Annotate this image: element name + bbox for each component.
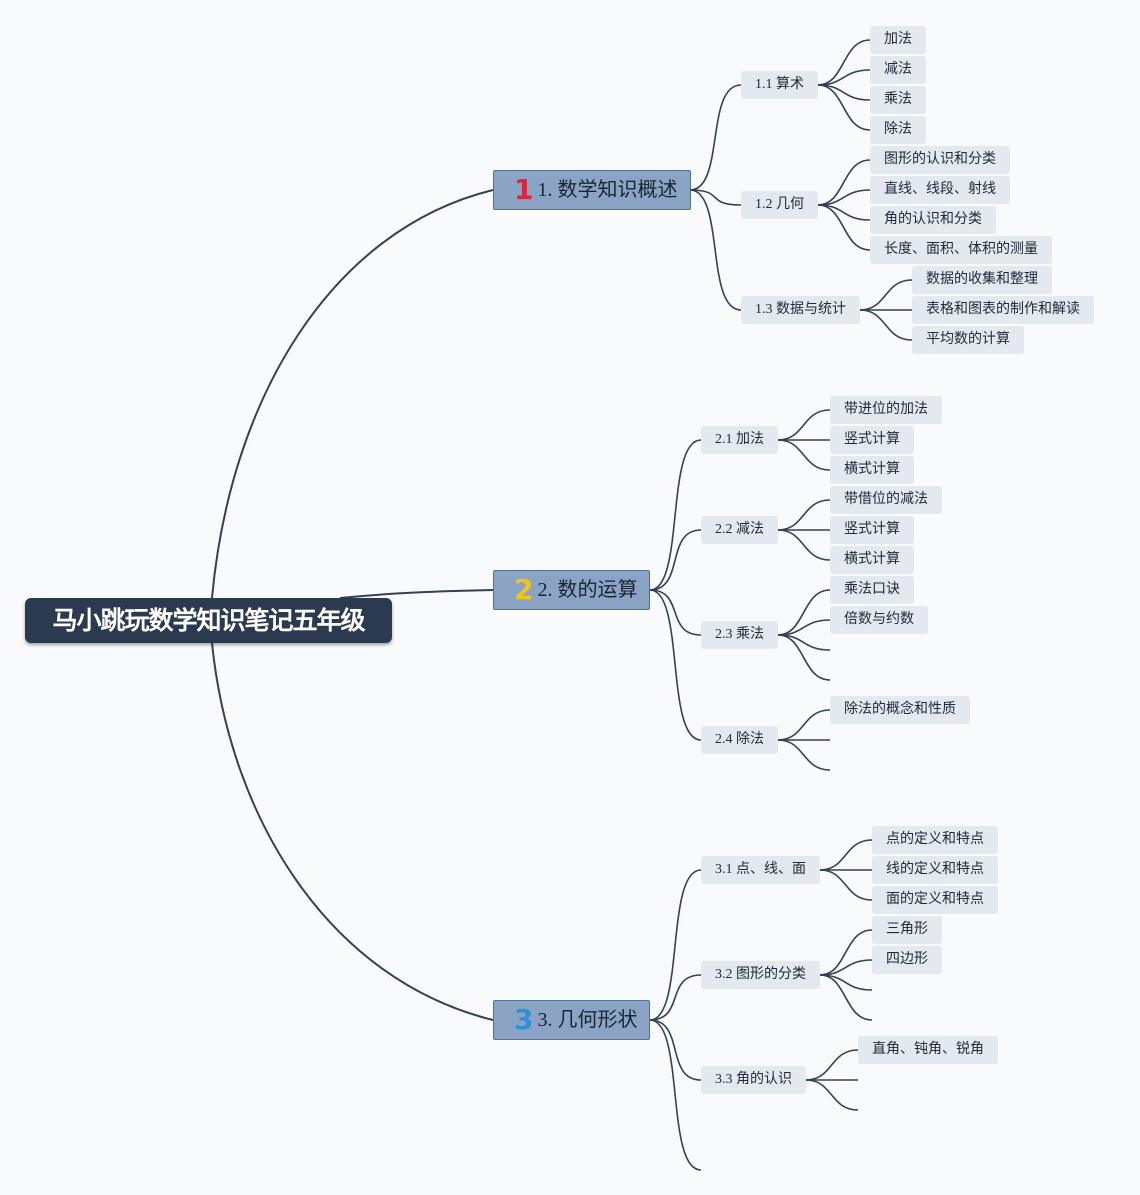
- link-root-b1: [211, 189, 494, 599]
- leaf-1-2-3[interactable]: 角的认识和分类: [870, 206, 996, 234]
- link-s22-l3: [777, 529, 831, 561]
- branch-1-label: 1. 数学知识概述: [537, 179, 678, 201]
- link-s23-l1: [777, 589, 831, 636]
- leaf-1-2-4[interactable]: 长度、面积、体积的测量: [870, 236, 1052, 264]
- leaf-2-1-3[interactable]: 横式计算: [830, 456, 914, 484]
- link-s33-l1: [805, 1049, 859, 1081]
- link-b3-s2: [649, 974, 702, 1021]
- link-b2-s3: [649, 589, 702, 636]
- leaf-3-2-1[interactable]: 三角形: [872, 916, 942, 944]
- leaf-2-4-1[interactable]: 除法的概念和性质: [830, 696, 970, 724]
- link-root-b3: [211, 642, 494, 1021]
- link-s32-l1: [819, 929, 873, 976]
- leaf-1-2-2[interactable]: 直线、线段、射线: [870, 176, 1010, 204]
- leaf-2-3-2[interactable]: 倍数与约数: [830, 606, 928, 634]
- subtopic-3-1[interactable]: 3.1 点、线、面: [701, 856, 820, 884]
- subtopic-2-3[interactable]: 2.3 乘法: [701, 621, 778, 649]
- link-b1-s2: [689, 189, 742, 206]
- link-b1-s1: [689, 84, 742, 191]
- number-3-icon: 3: [514, 1003, 534, 1036]
- subtopic-1-2[interactable]: 1.2 几何: [741, 191, 818, 219]
- leaf-1-1-2[interactable]: 减法: [870, 56, 926, 84]
- leaf-2-1-2[interactable]: 竖式计算: [830, 426, 914, 454]
- link-s33-l3: [805, 1079, 859, 1111]
- link-s21-l1: [777, 409, 831, 441]
- subtopic-3-3[interactable]: 3.3 角的认识: [701, 1066, 806, 1094]
- subtopic-3-2[interactable]: 3.2 图形的分类: [701, 961, 820, 989]
- subtopic-2-4[interactable]: 2.4 除法: [701, 726, 778, 754]
- subtopic-2-2[interactable]: 2.2 减法: [701, 516, 778, 544]
- link-b2-s1: [649, 439, 702, 591]
- subtopic-1-3[interactable]: 1.3 数据与统计: [741, 296, 860, 324]
- link-s21-l3: [777, 439, 831, 471]
- number-1-icon: 1: [514, 173, 534, 206]
- link-root-b2: [339, 589, 494, 599]
- number-2-icon: 2: [514, 573, 534, 606]
- link-s22-l1: [777, 499, 831, 531]
- link-b3-s4: [649, 1019, 702, 1171]
- leaf-1-3-3[interactable]: 平均数的计算: [912, 326, 1024, 354]
- link-b2-s4: [649, 589, 702, 741]
- leaf-1-1-4[interactable]: 除法: [870, 116, 926, 144]
- subtopic-1-1[interactable]: 1.1 算术: [741, 71, 818, 99]
- link-s11-l1: [817, 39, 871, 86]
- link-s32-l4: [819, 974, 873, 1021]
- leaf-1-1-3[interactable]: 乘法: [870, 86, 926, 114]
- leaf-1-2-1[interactable]: 图形的认识和分类: [870, 146, 1010, 174]
- link-b3-s3: [649, 1019, 702, 1081]
- leaf-1-1-1[interactable]: 加法: [870, 26, 926, 54]
- branch-2-label: 2. 数的运算: [537, 579, 638, 601]
- leaf-3-1-2[interactable]: 线的定义和特点: [872, 856, 998, 884]
- link-s24-l3: [777, 739, 831, 771]
- subtopic-2-1[interactable]: 2.1 加法: [701, 426, 778, 454]
- leaf-3-2-2[interactable]: 四边形: [872, 946, 942, 974]
- link-b1-s3: [689, 189, 742, 311]
- link-s13-l1: [859, 279, 913, 311]
- leaf-3-3-1[interactable]: 直角、钝角、锐角: [858, 1036, 998, 1064]
- branch-3-label: 3. 几何形状: [537, 1009, 638, 1031]
- leaf-2-2-2[interactable]: 竖式计算: [830, 516, 914, 544]
- link-s11-l4: [817, 84, 871, 131]
- leaf-2-1-1[interactable]: 带进位的加法: [830, 396, 942, 424]
- leaf-1-3-1[interactable]: 数据的收集和整理: [912, 266, 1052, 294]
- link-b3-s1: [649, 869, 702, 1021]
- root-topic[interactable]: 马小跳玩数学知识笔记五年级: [25, 598, 392, 643]
- link-s12-l4: [817, 204, 871, 251]
- leaf-2-2-3[interactable]: 横式计算: [830, 546, 914, 574]
- link-s31-l3: [819, 869, 873, 901]
- link-s24-l1: [777, 709, 831, 741]
- link-s12-l1: [817, 159, 871, 206]
- leaf-2-2-1[interactable]: 带借位的减法: [830, 486, 942, 514]
- leaf-3-1-3[interactable]: 面的定义和特点: [872, 886, 998, 914]
- leaf-1-3-2[interactable]: 表格和图表的制作和解读: [912, 296, 1094, 324]
- leaf-2-3-1[interactable]: 乘法口诀: [830, 576, 914, 604]
- link-b2-s2: [649, 529, 702, 591]
- link-s31-l1: [819, 839, 873, 871]
- link-s23-l4: [777, 634, 831, 681]
- link-s13-l3: [859, 309, 913, 341]
- leaf-3-1-1[interactable]: 点的定义和特点: [872, 826, 998, 854]
